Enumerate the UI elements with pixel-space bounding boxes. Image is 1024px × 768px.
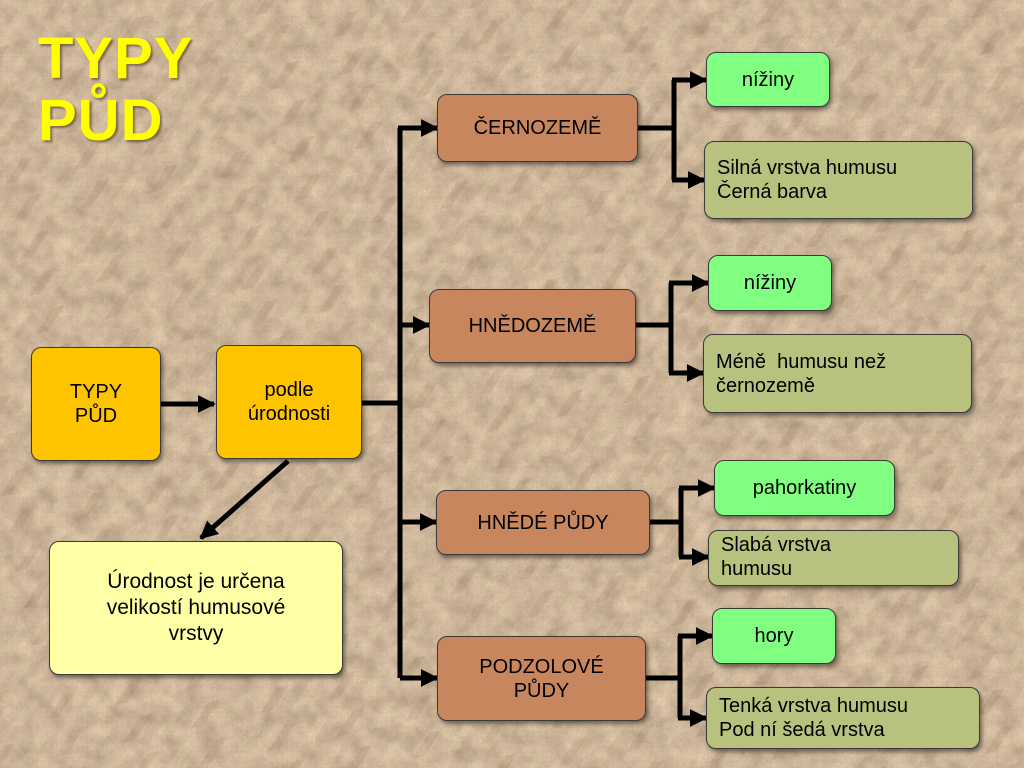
soil-type-2-location: nížiny (708, 255, 832, 311)
criterion-node-line-2: úrodnosti (247, 403, 331, 425)
slide-title: TYPY PŮD (38, 28, 194, 152)
soil-type-1-description-line-1: Silná vrstva humusu (717, 157, 898, 179)
soil-type-4-location-label: hory (754, 625, 794, 647)
fertility-note-line-2: velikostí humusové (106, 596, 286, 619)
soil-type-1: ČERNOZEMĚ (437, 94, 638, 162)
soil-type-2-description-line-2: černozemě (716, 374, 815, 397)
root-node-line-2: PŮD (74, 405, 118, 427)
soil-type-2-description-line-1: Méně humusu než (716, 350, 887, 373)
soil-type-4-location: hory (712, 608, 836, 664)
slide-title-line-1: TYPY (38, 26, 194, 91)
fertility-note: Úrodnost je určena velikostí humusové vr… (49, 541, 343, 675)
soil-type-4-description-line-2: Pod ní šedá vrstva (719, 719, 885, 741)
soil-type-2-description: Méně humusu než černozemě (703, 334, 972, 413)
soil-type-1-location-label: nížiny (741, 68, 795, 91)
soil-type-3-description-line-1: Slabá vrstva (721, 534, 832, 556)
soil-type-3-location-label: pahorkatiny (752, 477, 857, 499)
root-node: TYPY PŮD (31, 347, 161, 461)
soil-type-4-label-line-1: PODZOLOVÉ (479, 655, 604, 678)
soil-type-3-location: pahorkatiny (714, 460, 895, 516)
soil-type-2: HNĚDOZEMĚ (429, 289, 636, 363)
soil-type-3: HNĚDÉ PŮDY (436, 490, 650, 555)
fertility-note-line-3: vrstvy (168, 622, 224, 645)
soil-type-4-description: Tenká vrstva humusu Pod ní šedá vrstva (706, 687, 980, 749)
criterion-node: podle úrodnosti (216, 345, 362, 459)
soil-type-4: PODZOLOVÉ PŮDY (437, 636, 646, 721)
soil-type-4-label-line-2: PŮDY (513, 679, 570, 702)
soil-type-3-description-line-2: humusu (721, 558, 793, 580)
soil-type-3-label: HNĚDÉ PŮDY (477, 511, 609, 534)
root-node-line-1: TYPY (69, 381, 123, 403)
soil-type-1-label: ČERNOZEMĚ (473, 117, 602, 139)
soil-type-1-description-line-2: Černá barva (717, 181, 828, 203)
soil-type-2-label: HNĚDOZEMĚ (468, 315, 597, 337)
criterion-node-line-1: podle (264, 379, 314, 401)
soil-type-1-location: nížiny (706, 52, 830, 107)
slide-title-line-2: PŮD (38, 88, 164, 153)
arrow-criterion-to-note (199, 459, 290, 540)
fertility-note-line-1: Úrodnost je určena (107, 570, 285, 593)
soil-type-2-location-label: nížiny (743, 272, 797, 294)
soil-type-1-description: Silná vrstva humusu Černá barva (704, 141, 973, 219)
soil-type-3-description: Slabá vrstva humusu (708, 530, 959, 586)
soil-type-4-description-line-1: Tenká vrstva humusu (719, 695, 908, 717)
